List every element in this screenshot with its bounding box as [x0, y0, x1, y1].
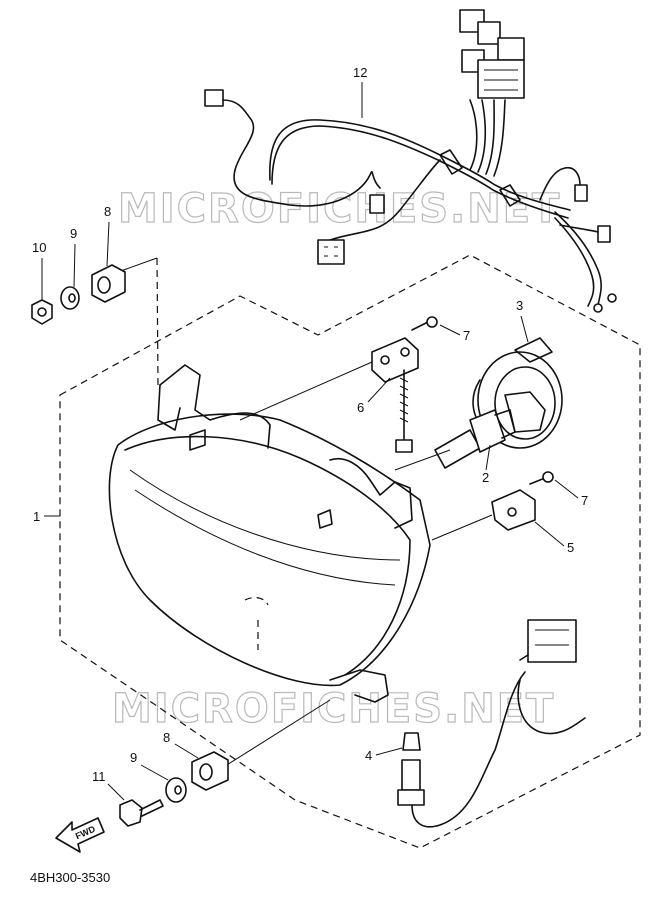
washer-part-9-top — [60, 286, 80, 310]
callout-11: 11 — [92, 769, 106, 784]
callout-2: 2 — [482, 470, 489, 485]
wire-harness-part — [204, 9, 617, 313]
diagram-code: 4BH300-3530 — [30, 870, 110, 885]
nut-part-10 — [31, 299, 53, 325]
halogen-bulb-part — [434, 409, 516, 469]
callout-4: 4 — [365, 748, 372, 763]
washer-part-9-bottom — [165, 777, 187, 803]
callout-5: 5 — [567, 540, 574, 555]
callout-6: 6 — [357, 400, 364, 415]
watermark-top: MICROFICHES.NET — [118, 186, 561, 232]
headlight-lens-part — [108, 364, 431, 703]
callout-8-bottom: 8 — [163, 730, 170, 745]
bolt-part-11 — [119, 799, 164, 827]
callout-7-lower: 7 — [581, 493, 588, 508]
adjuster-bracket-part — [371, 337, 419, 453]
callouts: 12 10 9 8 3 7 6 2 7 5 1 8 9 11 4 — [32, 65, 588, 801]
callout-12: 12 — [353, 65, 367, 80]
lower-bracket-part — [491, 489, 536, 531]
fwd-arrow-icon: FWD — [55, 817, 105, 853]
callout-9-bottom: 9 — [130, 750, 137, 765]
callout-3: 3 — [516, 298, 523, 313]
screw-part-top — [411, 316, 438, 331]
position-bulb-part — [397, 619, 586, 828]
callout-9-top: 9 — [70, 226, 77, 241]
grommet-part-8-top — [91, 264, 126, 303]
callout-8-top: 8 — [104, 204, 111, 219]
callout-1: 1 — [33, 509, 40, 524]
screw-part-lower — [529, 471, 554, 485]
watermark-bottom: MICROFICHES.NET — [112, 686, 555, 732]
callout-7-top: 7 — [463, 328, 470, 343]
callout-10: 10 — [32, 240, 46, 255]
grommet-part-8-bottom — [191, 751, 229, 791]
